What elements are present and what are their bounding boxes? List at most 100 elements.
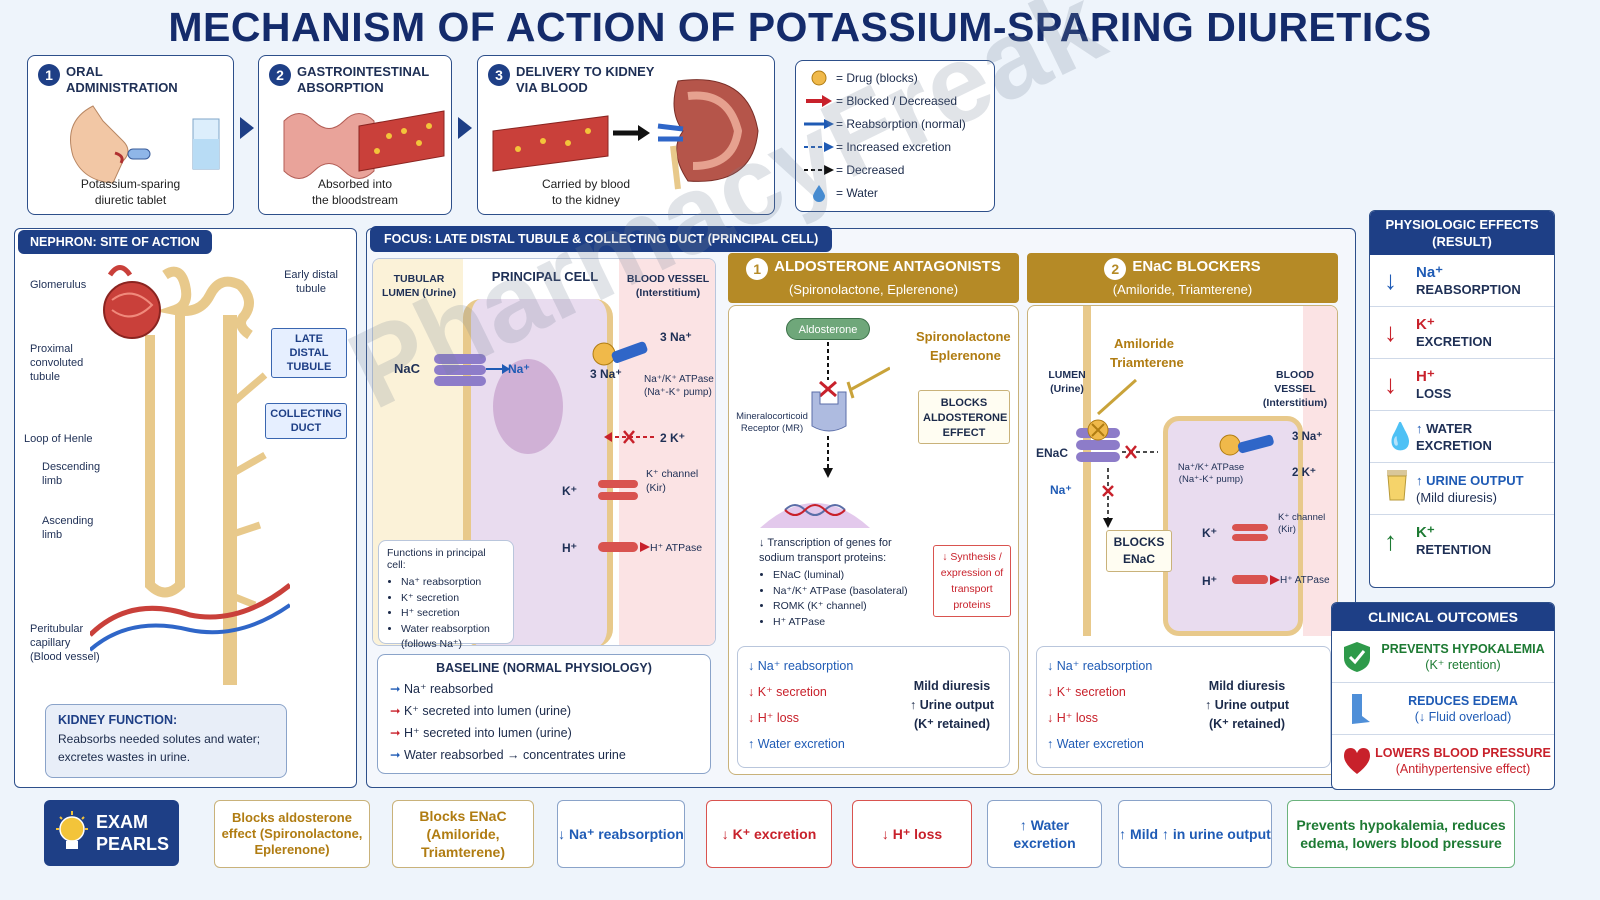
- down-arrow-icon: ↓: [1384, 317, 1397, 347]
- label-descending-limb: Descending limb: [42, 461, 101, 487]
- aldo-result-1: Mild diuresis: [913, 679, 991, 693]
- pearl-item: Blocks aldosterone effect (Spironolacton…: [214, 800, 370, 868]
- k-blocked-arrow-icon: [604, 430, 654, 444]
- pearls-label-1: EXAM: [96, 812, 149, 832]
- label-3na-in: 3 Na⁺: [590, 367, 622, 381]
- step-caption-1: Absorbed into: [317, 177, 393, 191]
- up-arrow-icon: ↑: [1384, 525, 1397, 556]
- baseline-item: ➞ K⁺ secreted into lumen (urine): [390, 704, 572, 718]
- kidney-function-text: Reabsorbs needed solutes and water; excr…: [58, 732, 261, 764]
- step-caption-2: diuretic tablet: [94, 193, 167, 207]
- red-arrow-icon: ➞: [390, 704, 401, 718]
- down-arrow-icon: ↓: [1047, 685, 1054, 699]
- functions-box: Functions in principal cell: Na⁺ reabsor…: [378, 540, 514, 650]
- down-arrow-icon: ↓: [748, 659, 755, 673]
- kidney-function-title: KIDNEY FUNCTION:: [58, 713, 178, 727]
- enac-k-channel-icon: [1232, 524, 1268, 541]
- enac-result-3: (K⁺ retained): [1208, 717, 1286, 731]
- face-pill-icon: [70, 105, 220, 184]
- clinical-item: PREVENTS HYPOKALEMIA(K⁺ retention): [1332, 631, 1554, 683]
- label-blood-vessel: BLOOD VESSEL (Interstitium): [626, 273, 710, 299]
- pearls-label-2: PEARLS: [96, 834, 170, 854]
- blue-arrow-icon: [804, 118, 834, 129]
- enac-label-lumen: LUMEN (Urine): [1048, 369, 1086, 395]
- label-glomerulus: Glomerulus: [30, 279, 87, 291]
- enac-drug-line: [1096, 378, 1138, 416]
- step-number: 2: [269, 64, 291, 86]
- label-principal-cell: PRINCIPAL CELL: [491, 269, 599, 284]
- physio-row: ↑ URINE OUTPUT(Mild diuresis): [1370, 463, 1554, 515]
- blood-vessel-kidney-icon: [492, 79, 759, 190]
- step-caption-2: the bloodstream: [311, 193, 399, 207]
- aldo-pathway: [819, 342, 890, 478]
- step-caption-2: to the kidney: [551, 193, 621, 207]
- function-item: Water reabsorption (follows Na⁺): [401, 622, 505, 653]
- blocks-enac-box: BLOCKS ENaC: [1106, 530, 1172, 572]
- water-drop-icon: [813, 184, 825, 202]
- enac-result-2: ↑ Urine output: [1205, 698, 1290, 712]
- enac-drug-1: Amiloride: [1114, 336, 1174, 351]
- clinical-header: CLINICAL OUTCOMES: [1332, 603, 1554, 631]
- dna-icon: [760, 503, 870, 528]
- enac-result-1: Mild diuresis: [1208, 679, 1286, 693]
- step-title: DELIVERY TO KIDNEY VIA BLOOD: [516, 64, 655, 95]
- effect-item: ↓ K⁺ secretion: [1047, 685, 1126, 699]
- pearl-item: Blocks ENaC (Amiloride, Triamterene): [392, 800, 534, 868]
- baseline-item: ➞ Water reabsorbed → concentrates urine: [390, 748, 626, 762]
- step-number: 3: [488, 64, 510, 86]
- aldo-result-3: (K⁺ retained): [913, 717, 991, 731]
- label-nac: NaC: [394, 361, 421, 376]
- h-atpase-icon: [598, 542, 650, 552]
- dashed-blue-arrow-icon: [804, 141, 834, 152]
- down-arrow-icon: ↓: [1384, 265, 1397, 295]
- aldosterone-badge: Aldosterone: [786, 318, 870, 340]
- heart-icon: [1344, 748, 1370, 774]
- label-k-plus: K⁺: [562, 484, 577, 498]
- label-ascending-limb: Ascending limb: [42, 515, 94, 541]
- effect-item: ↓ H⁺ loss: [748, 711, 800, 725]
- enac-drug-2: Triamterene: [1110, 355, 1184, 370]
- label-na-plus: Na⁺: [508, 362, 530, 376]
- down-arrow-icon: ↓: [1047, 659, 1054, 673]
- dashed-black-arrow-icon: [804, 164, 834, 175]
- water-drop-icon: 💧: [1384, 421, 1417, 451]
- up-arrow-icon: ↑: [748, 737, 755, 751]
- gene-item: ENaC (luminal): [773, 568, 925, 584]
- physio-row: ↓K⁺EXCRETION: [1370, 307, 1554, 359]
- blue-arrow-icon: ➞: [390, 682, 401, 696]
- leg-edema-icon: [1352, 693, 1370, 724]
- drug-icon: [811, 70, 827, 85]
- k-channel-icon: [598, 480, 638, 500]
- legend: = Drug (blocks) = Blocked / Decreased = …: [795, 60, 995, 212]
- baseline-item: ➞ Na⁺ reabsorbed: [390, 682, 494, 696]
- enac-label-enac: ENaC: [1036, 446, 1069, 460]
- enac-title: ENaC BLOCKERS: [1132, 258, 1261, 275]
- label-peritubular: Peritubular capillary (Blood vessel): [30, 623, 100, 663]
- label-h-plus: H⁺: [562, 541, 577, 555]
- legend-item: = Increased excretion: [802, 135, 988, 158]
- physio-header: PHYSIOLOGIC EFFECTS (RESULT): [1370, 211, 1554, 255]
- label-k-channel: K⁺ channel (Kir): [646, 468, 699, 494]
- step-title: ORAL ADMINISTRATION: [66, 64, 178, 95]
- blue-arrow-icon: ➞: [390, 748, 401, 762]
- page-title: MECHANISM OF ACTION OF POTASSIUM-SPARING…: [168, 4, 1432, 50]
- red-arrow-icon: ➞: [390, 726, 401, 740]
- baseline-title: BASELINE (NORMAL PHYSIOLOGY): [436, 661, 652, 675]
- na-k-pump-icon: [592, 341, 648, 366]
- nac-channel-icon: [434, 354, 486, 386]
- enac-label-na: Na⁺: [1050, 483, 1072, 497]
- clinical-panel: CLINICAL OUTCOMES PREVENTS HYPOKALEMIA(K…: [1331, 602, 1555, 790]
- enac-label-h: H⁺: [1202, 574, 1217, 588]
- flow-arrow-icon: [458, 117, 472, 139]
- label-collecting-duct: COLLECTING DUCT: [265, 403, 347, 439]
- kidney-function-box: KIDNEY FUNCTION: Reabsorbs needed solute…: [45, 704, 287, 778]
- enac-label-blood: BLOOD VESSEL (Interstitium): [1262, 369, 1328, 409]
- synthesis-box: ↓ Synthesis / expression of transport pr…: [933, 545, 1011, 617]
- label-2k: 2 K⁺: [660, 431, 686, 445]
- nephron-header: NEPHRON: SITE OF ACTION: [18, 230, 212, 254]
- aldo-drug-2: Eplerenone: [930, 348, 1001, 363]
- functions-title: Functions in principal cell:: [387, 547, 486, 571]
